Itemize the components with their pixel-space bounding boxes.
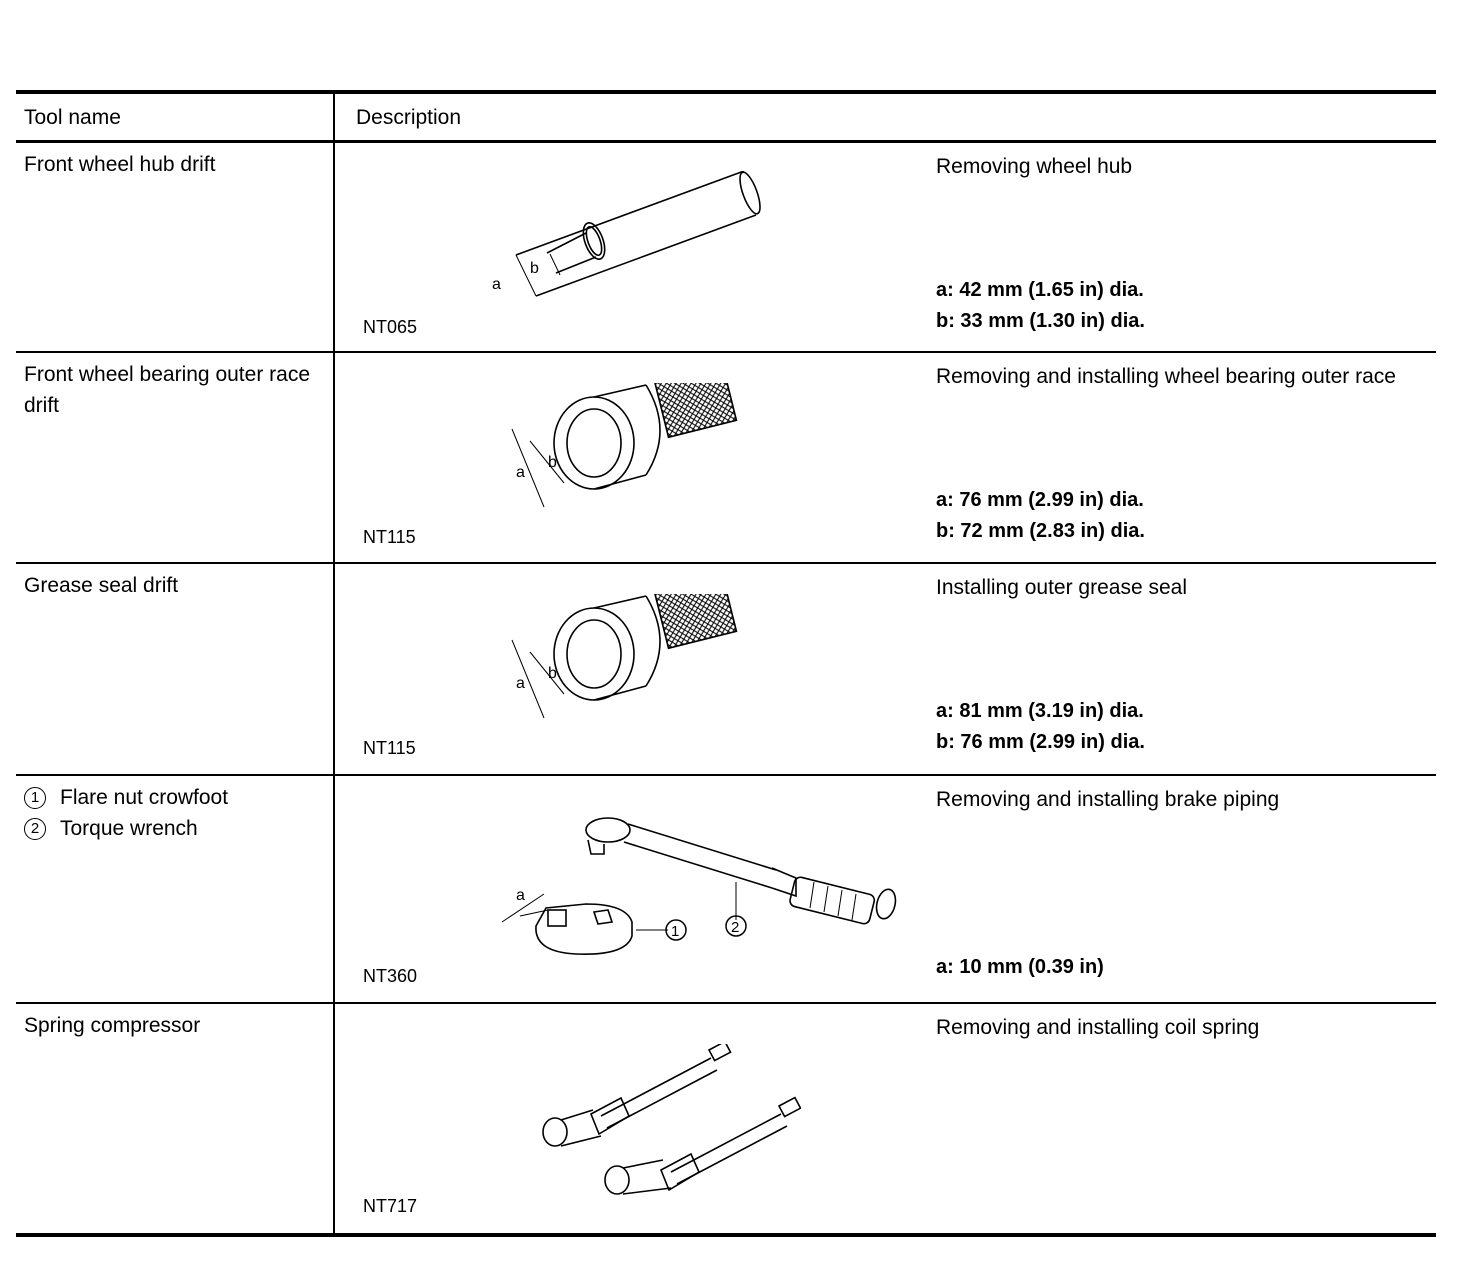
outer-race-drift-illustration: a b bbox=[511, 383, 738, 508]
tool-name: 1 Flare nut crowfoot 2 Torque wrench bbox=[24, 782, 324, 844]
spec-a: a: 42 mm (1.65 in) dia. bbox=[936, 279, 1144, 301]
label-a: a bbox=[516, 675, 525, 692]
header-description: Description bbox=[356, 106, 462, 129]
label-b: b bbox=[548, 665, 557, 682]
spec-b: b: 76 mm (2.99 in) dia. bbox=[936, 731, 1145, 753]
grease-seal-drift-illustration: a b bbox=[511, 594, 738, 719]
tool-code: NT360 bbox=[363, 966, 418, 986]
tool-name-line-2: 2 Torque wrench bbox=[24, 813, 324, 844]
tool-name: Front wheel hub drift bbox=[24, 153, 216, 176]
tool-name: Spring compressor bbox=[24, 1014, 201, 1037]
tool-name: Front wheel bearing outer race drift bbox=[24, 363, 310, 417]
tool-purpose: Installing outer grease seal bbox=[936, 576, 1187, 599]
crowfoot-torque-wrench-illustration: 2 1 a bbox=[501, 817, 897, 955]
label-a: a bbox=[516, 887, 525, 904]
callout-2: 2 bbox=[731, 919, 739, 936]
tool-name: Grease seal drift bbox=[24, 574, 179, 597]
label-a: a bbox=[516, 464, 525, 481]
spec-a: a: 76 mm (2.99 in) dia. bbox=[936, 489, 1144, 511]
hub-drift-illustration: a b bbox=[492, 171, 761, 297]
callout-1: 1 bbox=[671, 923, 679, 940]
table-bottom-rule bbox=[16, 1233, 1436, 1237]
tool-purpose: Removing and installing wheel bearing ou… bbox=[936, 365, 1396, 388]
number-2-icon: 2 bbox=[24, 818, 46, 840]
header-tool-name: Tool name bbox=[24, 106, 121, 129]
table-row: 1 Flare nut crowfoot 2 Torque wrench bbox=[16, 776, 1436, 1002]
tool-name-torque-wrench: Torque wrench bbox=[60, 817, 198, 840]
header-rule bbox=[16, 140, 1436, 143]
tool-purpose: Removing and installing coil spring bbox=[936, 1016, 1260, 1039]
tool-code: NT065 bbox=[363, 317, 418, 337]
table-row: Spring compressor NT717 Removing and ins… bbox=[16, 1004, 1436, 1232]
spec-a: a: 10 mm (0.39 in) bbox=[936, 956, 1104, 978]
row-divider bbox=[16, 774, 1436, 776]
spec-b: b: 33 mm (1.30 in) dia. bbox=[936, 310, 1145, 332]
table-row: Grease seal drift a b NT115 Installing o… bbox=[16, 564, 1436, 774]
spring-compressor-illustration bbox=[542, 1044, 801, 1195]
tool-purpose: Removing and installing brake piping bbox=[936, 788, 1280, 811]
number-1-icon: 1 bbox=[24, 787, 46, 809]
table-row: Front wheel bearing outer race drift a b… bbox=[16, 353, 1436, 562]
tool-name-line-1: 1 Flare nut crowfoot bbox=[24, 782, 324, 813]
tool-code: NT717 bbox=[363, 1196, 418, 1216]
label-b: b bbox=[548, 454, 557, 471]
spec-b: b: 72 mm (2.83 in) dia. bbox=[936, 520, 1145, 542]
column-divider bbox=[333, 90, 335, 1235]
row-divider bbox=[16, 562, 1436, 564]
spec-a: a: 81 mm (3.19 in) dia. bbox=[936, 700, 1144, 722]
row-divider bbox=[16, 1002, 1436, 1004]
table-top-rule bbox=[16, 90, 1436, 94]
tool-code: NT115 bbox=[363, 527, 416, 547]
tool-purpose: Removing wheel hub bbox=[936, 155, 1133, 178]
tool-name-flare-nut: Flare nut crowfoot bbox=[60, 786, 229, 809]
label-b: b bbox=[530, 260, 539, 277]
table-row: Front wheel hub drift a b NT065 Removing… bbox=[16, 143, 1436, 351]
row-divider bbox=[16, 351, 1436, 353]
tool-code: NT115 bbox=[363, 738, 416, 758]
label-a: a bbox=[492, 276, 501, 293]
